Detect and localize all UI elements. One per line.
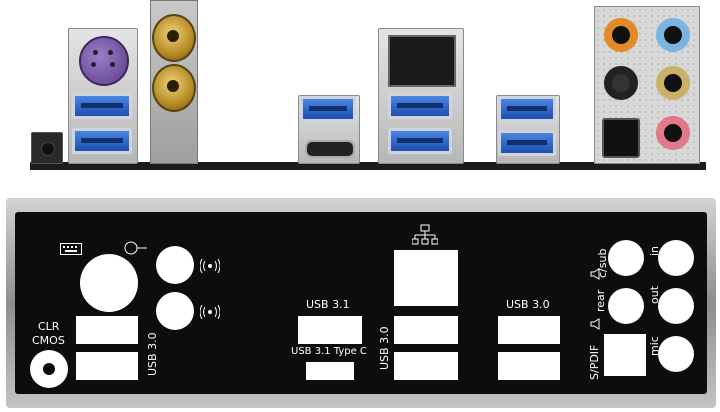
spdif-hole [604, 334, 646, 376]
clr-cmos-label-line1: CLR [38, 320, 60, 333]
usb31-typec-label: USB 3.1 Type C [291, 346, 367, 357]
audio-jack-orange[interactable] [604, 18, 638, 52]
spdif-label: S/PDIF [588, 344, 601, 380]
wifi-antenna-connector-top[interactable] [152, 14, 196, 62]
audio-jack-gold[interactable] [656, 66, 690, 100]
wifi-icon [199, 304, 221, 322]
usb30-label-left: USB 3.0 [146, 332, 159, 376]
usb31-label: USB 3.1 [306, 298, 350, 311]
usb-hole-center-bottom [394, 352, 458, 380]
usb31-hole [298, 316, 362, 344]
usb30-label-right: USB 3.0 [506, 298, 550, 311]
optical-spdif-port[interactable] [602, 118, 640, 158]
wifi-antenna-connector-bottom[interactable] [152, 64, 196, 112]
usb-port-left-bottom[interactable] [72, 128, 132, 154]
ethernet-hole [394, 250, 458, 306]
keyboard-icon [60, 243, 82, 258]
speaker-icon [590, 318, 602, 333]
usb-hole-left-top [76, 316, 138, 344]
usb30-label-center: USB 3.0 [378, 326, 391, 370]
ps2-hole [80, 254, 138, 312]
usb-hole-right-bottom [498, 352, 560, 380]
clr-cmos-button[interactable] [31, 132, 63, 164]
usb-port-left-top[interactable] [72, 93, 132, 119]
usb31-typec-port[interactable] [305, 140, 355, 158]
audio-jack-blue[interactable] [656, 18, 690, 52]
mouse-icon [124, 240, 148, 259]
wifi-hole-top [156, 246, 194, 284]
usb-hole-center-top [394, 316, 458, 344]
usb31-typea-port[interactable] [300, 96, 356, 122]
audio-hole-in [658, 240, 694, 276]
speaker-icon [590, 268, 602, 283]
network-icon [411, 224, 439, 249]
audio-jack-black[interactable] [604, 66, 638, 100]
audio-hole-out [658, 288, 694, 324]
gear-icon [30, 350, 68, 388]
audio-hole-rear [608, 288, 644, 324]
audio-hole-mic [658, 336, 694, 372]
audio-hole-csub [608, 240, 644, 276]
usb31-typec-hole [306, 362, 354, 380]
audio-jack-pink[interactable] [656, 116, 690, 150]
ps2-port[interactable] [79, 36, 129, 86]
usb-port-center-bottom[interactable] [388, 128, 452, 154]
audio-rear-label: rear [594, 289, 607, 312]
usb-port-right-bottom[interactable] [498, 130, 556, 156]
usb-hole-left-bottom [76, 352, 138, 380]
ethernet-port[interactable] [388, 35, 456, 87]
usb-port-center-top[interactable] [388, 93, 452, 119]
usb-port-right-top[interactable] [498, 96, 556, 122]
wifi-icon [199, 258, 221, 276]
usb-hole-right-top [498, 316, 560, 344]
clr-cmos-label-line2: CMOS [32, 334, 65, 347]
chassis-strip [30, 162, 706, 170]
wifi-hole-bottom [156, 292, 194, 330]
